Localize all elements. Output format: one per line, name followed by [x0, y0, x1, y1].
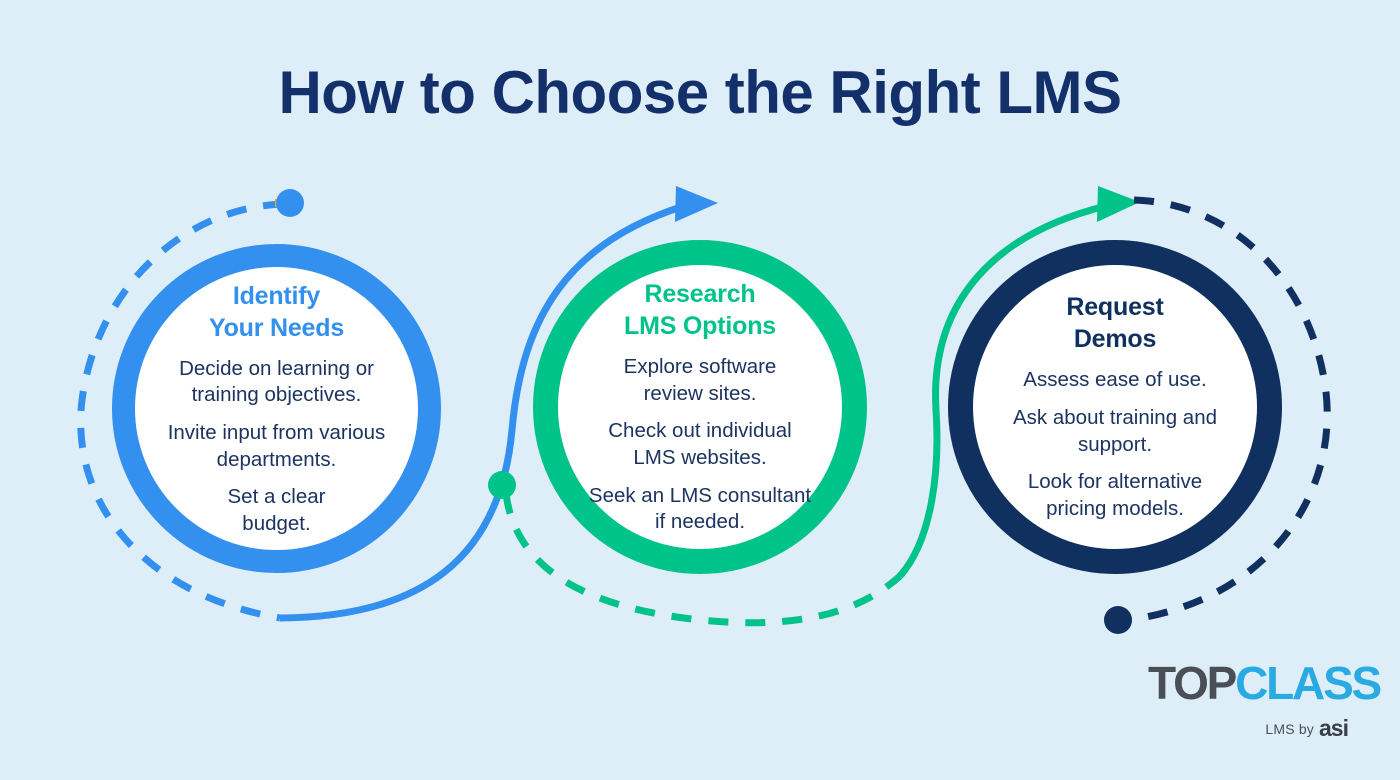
green-solid-arc [897, 202, 1107, 579]
step-1-bullet-1: Decide on learning or training objective… [179, 356, 374, 407]
blue-dashed-arc [77, 200, 284, 622]
step-2-heading: Research LMS Options [624, 280, 776, 341]
blue-dot [276, 189, 304, 217]
page-title: How to Choose the Right LMS [278, 59, 1122, 126]
blue-solid-arc [279, 202, 686, 622]
step-1-content: Identify Your Needs Decide on learning o… [132, 280, 422, 538]
step-1-bullet-2: Invite input from various departments. [167, 420, 386, 471]
topclass-logo: TOPCLASS LMS by asi [1148, 657, 1382, 741]
navy-dashed-arc [1127, 196, 1331, 624]
step-3-bullet-2: Ask about training and support. [1013, 406, 1217, 456]
logo-class-text: CLASS [1235, 657, 1382, 709]
logo-wordmark: TOPCLASS [1148, 657, 1382, 709]
green-dot [488, 471, 516, 499]
step-1-bullet-3: Set a clear budget. [227, 485, 326, 535]
logo-tagline-prefix: LMS by [1265, 721, 1315, 737]
step-1-body: Decide on learning or training objective… [132, 356, 422, 538]
step-1-heading: Identify Your Needs [208, 281, 345, 342]
step-3-bullet-1: Assess ease of use. [1023, 368, 1207, 392]
step-3-heading: Request Demos [1066, 293, 1164, 354]
blue-arrowhead [675, 186, 718, 222]
logo-asi-text: asi [1319, 715, 1349, 741]
step-card-request-demos: Request Demos Assess ease of use. Ask ab… [948, 240, 1282, 574]
step-3-bullet-3: Look for alternative pricing models. [1027, 470, 1203, 520]
logo-top-text: TOP [1148, 657, 1237, 709]
green-arrowhead [1097, 186, 1140, 222]
step-3-content: Request Demos Assess ease of use. Ask ab… [969, 291, 1261, 522]
logo-tagline: LMS by asi [1148, 713, 1349, 741]
step-card-identify-your-needs: Identify Your Needs Decide on learning o… [112, 244, 441, 573]
step-2-bullet-3: Seek an LMS consultant if needed. [588, 483, 812, 534]
step-card-research-lms-options: Research LMS Options Explore software re… [533, 240, 867, 574]
step-2-body: Explore software review sites. Check out… [550, 354, 850, 536]
step-2-bullet-2: Check out individual LMS websites. [608, 419, 792, 469]
step-2-content: Research LMS Options Explore software re… [550, 278, 850, 536]
step-2-bullet-1: Explore software review sites. [623, 355, 777, 405]
navy-dot [1104, 606, 1132, 634]
step-3-body: Assess ease of use. Ask about training a… [969, 367, 1261, 522]
